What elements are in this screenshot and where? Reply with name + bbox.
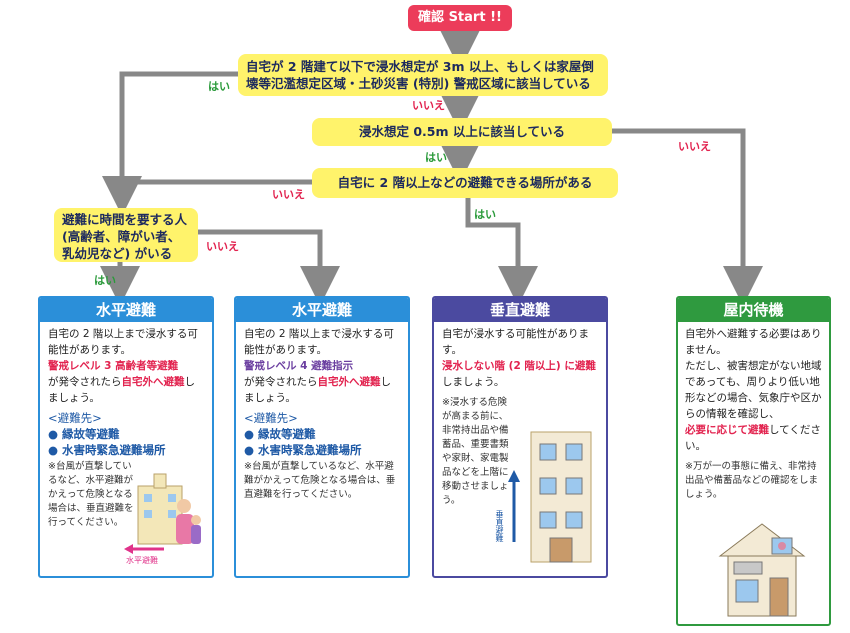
result-card-vertical: 垂直避難 自宅が浸水する可能性があります。 浸水しない階 (2 階以上) に避難… [432,296,608,578]
q2-no-label: いいえ [678,140,711,153]
question-1: 自宅が 2 階建て以下で浸水想定が 3m 以上、もしくは家屋倒壊等氾濫想定区域・… [238,54,608,96]
card-body: 自宅の 2 階以上まで浸水する可能性があります。 警戒レベル 4 避難指示 が発… [236,322,408,506]
q4-no-label: いいえ [206,240,239,253]
card-text: 自宅外へ避難する必要はありません。 [685,328,822,356]
destination-item: ● 縁故等避難 [244,427,316,441]
card-body: 自宅外へ避難する必要はありません。 ただし、被害想定がない地域であっても、周りよ… [678,322,829,506]
result-card-stay-indoors: 屋内待機 自宅外へ避難する必要はありません。 ただし、被害想定がない地域であって… [676,296,831,626]
card-note: ※台風が直撃しているなど、水平避難がかえって危険となる場合は、垂直避難を行ってく… [48,461,134,528]
card-emphasis: 浸水しない階 (2 階以上) に避難 [442,360,596,372]
alert-level-text: 警戒レベル 4 避難指示 [244,360,354,372]
q3-yes-connector [465,198,538,306]
card-note: ※万が一の事態に備え、非常持出品や備蓄品などの確認をしましょう。 [685,461,819,500]
card-text: 自宅の 2 階以上まで浸水する可能性があります。 [244,328,394,356]
card-text: が発令されたら自宅外へ避難しましょう。 [48,376,195,404]
alert-level-text: 警戒レベル 3 高齢者等避難 [48,360,179,372]
card-title: 水平避難 [40,298,212,322]
question-4: 避難に時間を要する人 (高齢者、障がい者、乳幼児など) がいる [54,208,198,262]
house-illustration [718,523,806,617]
card-title: 屋内待機 [678,298,829,322]
q1-no-label: いいえ [412,99,445,112]
q1-yes-label: はい [208,80,230,93]
result-card-horizontal-level4: 水平避難 自宅の 2 階以上まで浸水する可能性があります。 警戒レベル 4 避難… [234,296,410,578]
horizontal-arrow-label: 水平避難 [126,556,158,565]
destination-item: ● 水害時緊急避難場所 [48,443,166,457]
q4-no-connector [198,229,340,306]
card-text: 必要に応じて避難してください。 [685,424,821,452]
q2-yes-label: はい [425,151,447,164]
card-body: 自宅の 2 階以上まで浸水する可能性があります。 警戒レベル 3 高齢者等避難 … [40,322,212,534]
q3-no-label: いいえ [272,188,305,201]
start-box: 確認 Start !! [408,5,512,31]
school-building-illustration [137,473,201,545]
destination-title: <避難先> [244,411,298,425]
q2-no-connector [612,128,763,306]
card-text: しましょう。 [442,376,505,388]
destination-item: ● 縁故等避難 [48,427,120,441]
card-title: 水平避難 [236,298,408,322]
card-body: 自宅が浸水する可能性があります。 浸水しない階 (2 階以上) に避難 しましょ… [434,322,606,512]
destination-item: ● 水害時緊急避難場所 [244,443,362,457]
vertical-arrow-icon [508,470,520,542]
apartment-building-illustration [530,431,592,563]
q3-yes-label: はい [474,208,496,221]
question-3: 自宅に 2 階以上などの避難できる場所がある [312,168,618,198]
card-title: 垂直避難 [434,298,606,322]
horizontal-arrow-icon [124,544,164,554]
q4-yes-label: はい [94,274,116,287]
card-text: ただし、被害想定がない地域であっても、周りより低い地形などの場合、気象庁や区から… [685,360,822,420]
destination-title: <避難先> [48,411,102,425]
card-note: ※浸水する危険が高まる前に、非常持出品や備蓄品、重要書類や家財、家電製品などを上… [442,397,509,506]
vertical-arrow-label: 垂直避難 [495,510,504,542]
card-text: 自宅が浸水する可能性があります。 [442,328,589,356]
card-note: ※台風が直撃しているなど、水平避難がかえって危険となる場合は、垂直避難を行ってく… [244,461,396,500]
card-text: 自宅の 2 階以上まで浸水する可能性があります。 [48,328,198,356]
card-text: が発令されたら自宅外へ避難しましょう。 [244,376,391,404]
q1-yes-connector [102,71,238,216]
question-2: 浸水想定 0.5m 以上に該当している [312,118,612,146]
result-card-horizontal-level3: 水平避難 自宅の 2 階以上まで浸水する可能性があります。 警戒レベル 3 高齢… [38,296,214,578]
